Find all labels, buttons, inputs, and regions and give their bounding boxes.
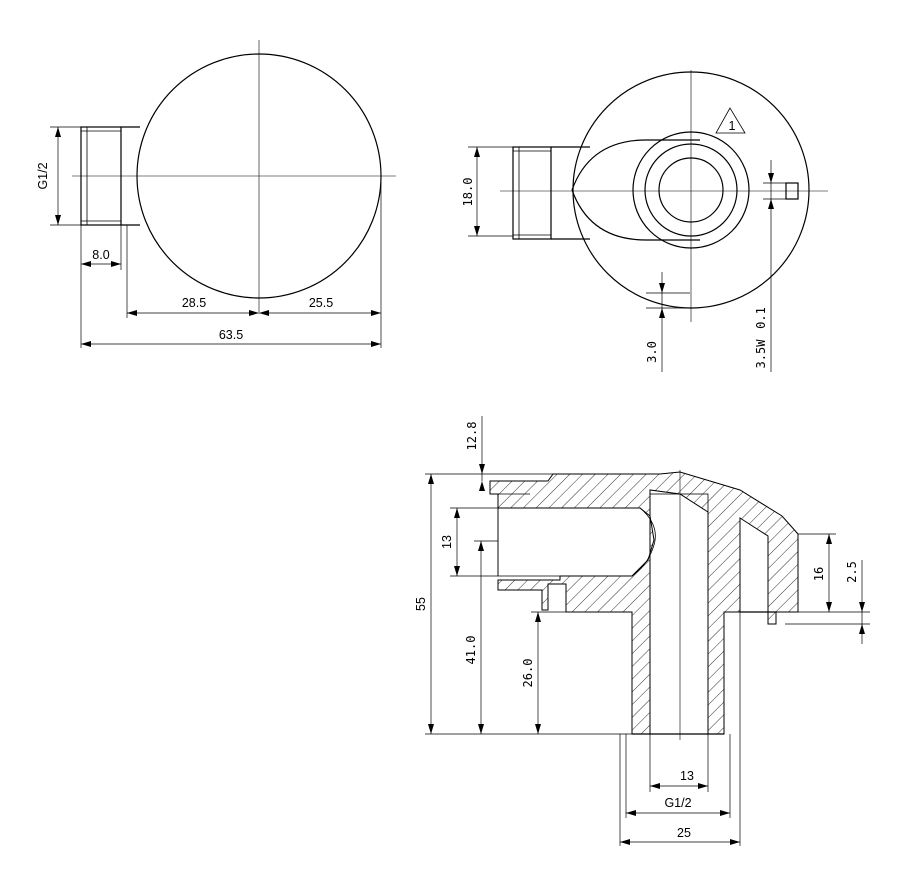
section-view: 12.8 55 41.0 13 26.0 16	[414, 416, 870, 846]
front-overall-length: 63.5	[219, 328, 243, 342]
section-bottom-outer: 25	[677, 826, 691, 840]
section-bottom-thread: G1/2	[664, 796, 691, 810]
top-view: 1 18.0 3.0 3.5W 0.1	[461, 70, 828, 372]
front-nipple-length: 8.0	[92, 248, 109, 262]
front-view: G1/2 8.0 28.5 25.5 63.5	[36, 40, 396, 348]
warning-triangle-icon	[715, 107, 746, 134]
note-marker: 1	[729, 119, 736, 133]
front-thread-label: G1/2	[36, 162, 50, 189]
section-outlet-height: 26.0	[521, 659, 535, 688]
section-cap-step: 2.5	[845, 561, 859, 583]
top-slot-depth: 0.1	[754, 307, 768, 329]
top-slot-label: 3.5W	[754, 339, 768, 369]
section-inner-height: 41.0	[464, 636, 478, 665]
section-cap-height: 16	[812, 567, 826, 581]
section-bottom-bore: 13	[680, 769, 694, 783]
top-nipple-diameter: 18.0	[461, 178, 475, 207]
section-top-offset: 12.8	[465, 422, 479, 451]
top-nipple	[512, 146, 552, 240]
section-bore: 13	[440, 535, 454, 549]
top-wall-thickness: 3.0	[645, 341, 659, 363]
section-total-height: 55	[414, 597, 428, 611]
front-left-offset: 28.5	[182, 296, 206, 310]
front-right-offset: 25.5	[309, 296, 333, 310]
